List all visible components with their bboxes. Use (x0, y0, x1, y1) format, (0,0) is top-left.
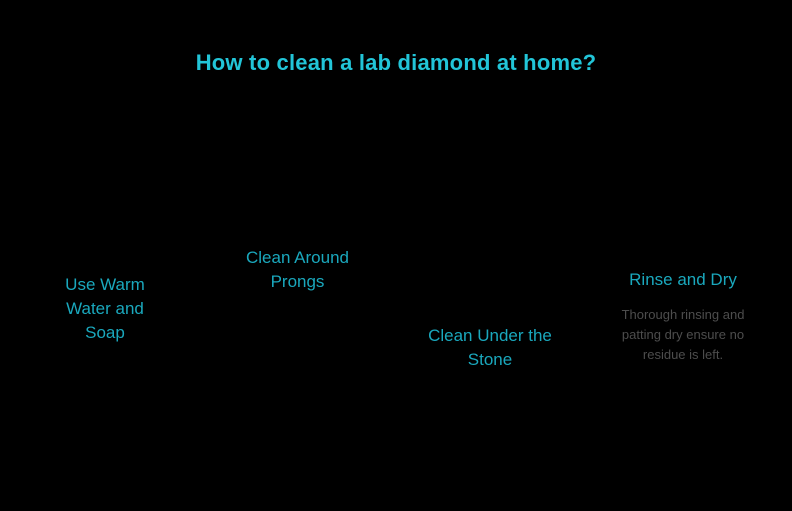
step-description-4: Thorough rinsing and patting dry ensure … (621, 307, 745, 362)
step-item-2: Clean Around Prongs (232, 246, 363, 307)
page-title: How to clean a lab diamond at home? (195, 50, 597, 75)
step-heading-1: Use Warm Water and Soap (65, 275, 145, 342)
step-heading-4: Rinse and Dry (629, 270, 737, 289)
step-heading-3: Clean Under the Stone (428, 326, 552, 369)
step-item-3: Clean Under the Stone (428, 324, 552, 385)
step-item-1: Use Warm Water and Soap (45, 273, 165, 358)
step-heading-2: Clean Around Prongs (245, 248, 350, 291)
step-item-4: Rinse and Dry Thorough rinsing and patti… (608, 268, 758, 365)
